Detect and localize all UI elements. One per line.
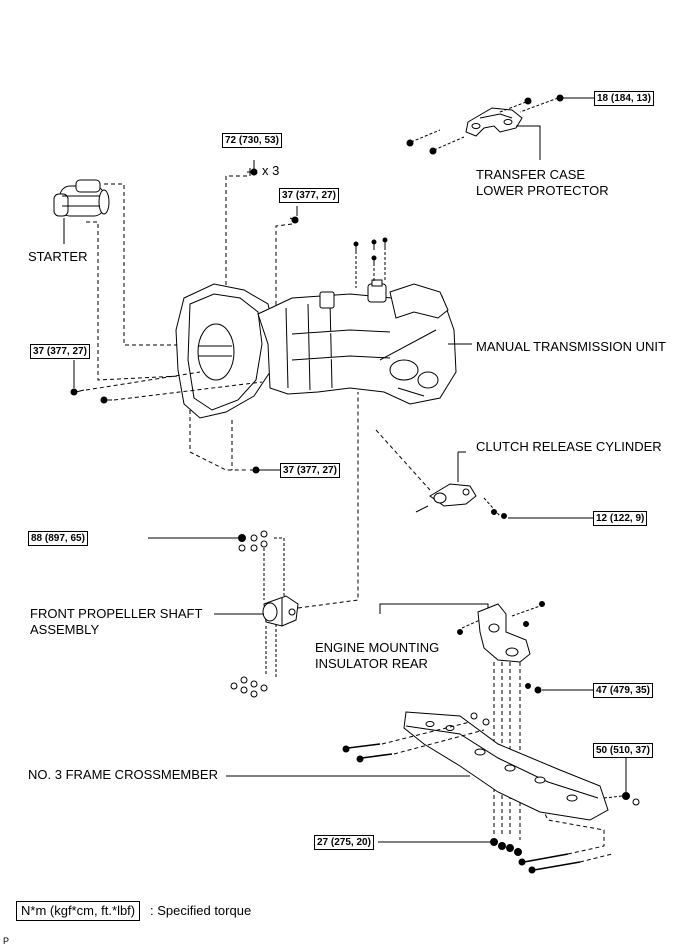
quantity-label: x 3 — [262, 163, 280, 178]
bolt-37-upper — [289, 216, 299, 224]
top-mount-bolts — [353, 237, 388, 288]
starter-label: STARTER — [28, 249, 88, 264]
torque-spec-12: 12 (122, 9) — [593, 511, 648, 526]
clutch-release-label: CLUTCH RELEASE CYLINDER — [476, 439, 662, 454]
crossmember-label: NO. 3 FRAME CROSSMEMBER — [28, 767, 218, 782]
front-propeller-shaft — [262, 595, 299, 627]
transfer-case-lower-protector — [465, 107, 523, 137]
manual-transmission-unit — [175, 279, 457, 419]
manual-transmission-label: MANUAL TRANSMISSION UNIT — [476, 339, 666, 354]
torque-spec-27: 27 (275, 20) — [314, 835, 374, 850]
bolt-37-left — [70, 388, 85, 396]
crossmember-lower-bolts — [490, 838, 522, 856]
starter-motor — [53, 179, 110, 217]
torque-spec-37-bottom: 37 (377, 27) — [280, 463, 340, 478]
propeller-nuts-upper — [238, 530, 268, 552]
torque-spec-47: 47 (479, 35) — [593, 683, 653, 698]
torque-spec-50: 50 (510, 37) — [593, 743, 653, 758]
protector-bolts — [406, 94, 564, 155]
torque-spec-88: 88 (897, 65) — [28, 531, 88, 546]
clutch-release-cylinder — [415, 483, 477, 513]
frame-crossmember — [403, 711, 609, 821]
propeller-nuts-lower — [230, 676, 268, 698]
mount-label-line2: INSULATOR REAR — [315, 656, 428, 671]
torque-spec-37-top: 37 (377, 27) — [279, 188, 339, 203]
propeller-label-line1: FRONT PROPELLER SHAFT — [30, 606, 203, 621]
bolt-left-lower — [100, 396, 112, 404]
engine-mounting-insulator-rear — [477, 603, 531, 663]
torque-spec-37-left: 37 (377, 27) — [30, 344, 90, 359]
legend-unit-box: N*m (kgf*cm, ft.*lbf) — [16, 901, 141, 921]
torque-spec-72: 72 (730, 53) — [222, 133, 282, 148]
legend-description: : Specified torque — [150, 903, 252, 918]
transfer-case-label-line2: LOWER PROTECTOR — [476, 183, 609, 198]
bolt-37-bottom — [250, 466, 262, 474]
bolt-72 — [247, 168, 258, 176]
propeller-label-line2: ASSEMBLY — [30, 622, 100, 637]
torque-spec-18: 18 (184, 13) — [594, 91, 654, 106]
corner-mark: P — [3, 936, 10, 946]
transfer-case-label-line1: TRANSFER CASE — [476, 167, 586, 182]
mount-label-line1: ENGINE MOUNTING — [315, 640, 440, 655]
